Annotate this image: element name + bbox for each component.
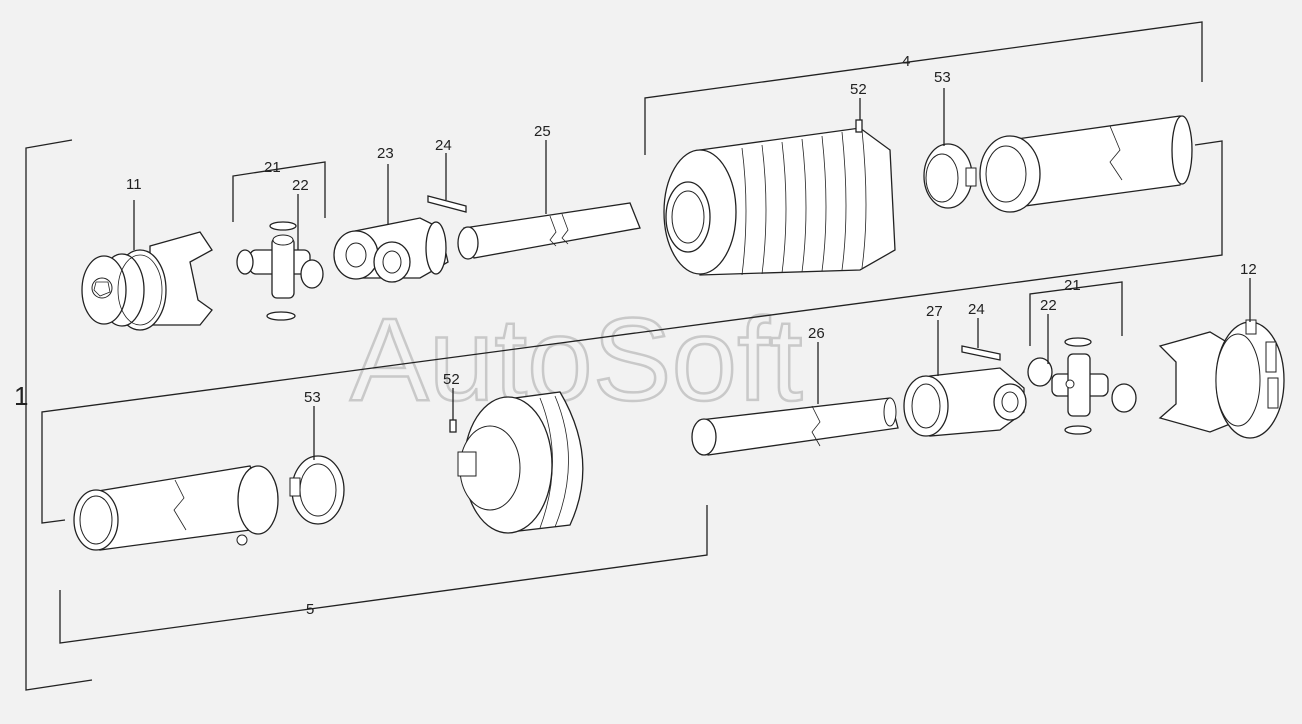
label-52-lower: 52 (443, 371, 460, 388)
part-4-shield-cone (663, 127, 896, 276)
label-53-lower: 53 (304, 389, 321, 406)
label-24-lower: 24 (968, 301, 985, 318)
part-4-outer-tube (979, 115, 1193, 213)
part-24-pin-lower (961, 345, 1001, 361)
label-26: 26 (808, 325, 825, 342)
label-25: 25 (534, 123, 551, 140)
bracket-21-lower (1029, 281, 1123, 346)
part-26-tube (691, 397, 899, 456)
label-1: 1 (14, 381, 28, 411)
label-11: 11 (126, 176, 142, 193)
part-53-ring-lower (289, 455, 345, 525)
label-23: 23 (377, 145, 394, 162)
part-23-yoke (333, 217, 449, 283)
label-52-upper: 52 (850, 81, 867, 98)
label-21-lower: 21 (1064, 277, 1081, 294)
label-22-lower: 22 (1040, 297, 1057, 314)
part-24-pin-upper (427, 195, 467, 213)
bracket-1 (25, 139, 93, 691)
watermark: AutoSoft (350, 294, 803, 426)
bracket-21-upper (232, 161, 326, 222)
label-4: 4 (902, 53, 910, 70)
label-27: 27 (926, 303, 943, 320)
part-25-tube (457, 202, 641, 260)
label-22-upper: 22 (292, 177, 309, 194)
label-24-upper: 24 (435, 137, 452, 154)
part-52-screw-upper (855, 119, 863, 133)
bracket-middle (41, 140, 1223, 524)
part-22-cross-lower (1027, 337, 1137, 435)
label-53-upper: 53 (934, 69, 951, 86)
part-11-yoke (81, 231, 213, 331)
label-21-upper: 21 (264, 159, 281, 176)
bracket-4 (644, 21, 1203, 155)
part-52-screw-lower (449, 419, 457, 433)
bracket-5 (59, 505, 708, 644)
label-5: 5 (306, 601, 314, 618)
part-53-ring-upper (923, 143, 977, 209)
part-5-shield-bell (457, 391, 584, 534)
part-22-cross-upper (236, 221, 324, 321)
part-27-yoke (903, 367, 1027, 437)
part-5-outer-tube (73, 465, 279, 551)
label-12: 12 (1240, 261, 1257, 278)
part-12-yoke (1158, 319, 1285, 439)
